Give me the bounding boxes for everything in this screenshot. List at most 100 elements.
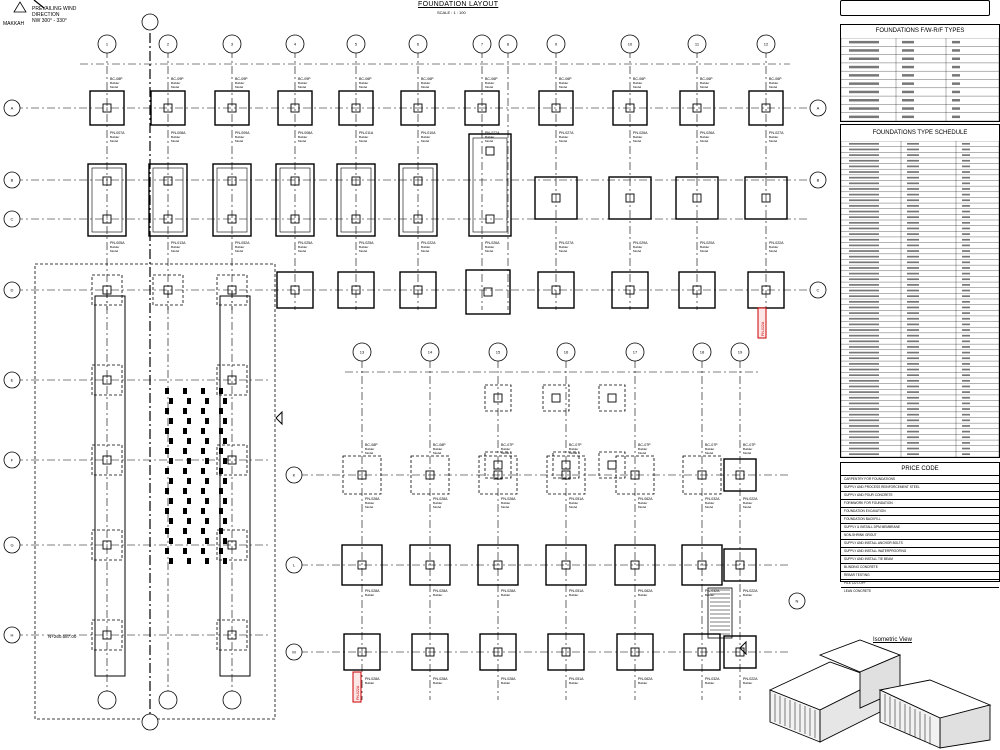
step-marker [205,478,209,484]
grid-bubble-label: N [796,599,799,604]
price-code-row: FOUNDATION BACKFILL [841,515,999,523]
grid-bubble [97,690,117,710]
table-cell-text [849,385,879,388]
grid-bubble-label: 18 [700,350,705,355]
table-cell-text [849,284,879,286]
table-cell-text [907,261,919,264]
footing-note: Model [501,451,510,455]
table-cell-text [849,233,879,235]
column-stub [561,560,571,570]
red-highlight-tag [352,671,362,703]
title-block-top [840,0,990,16]
column-stub [227,540,237,550]
column-stub [351,214,361,224]
table-cell-text [962,210,970,213]
pile-note: Builder [298,135,307,139]
table-cell-text [907,255,919,258]
footing-tag: BC-09P [298,77,311,81]
grid-bubble [498,34,518,54]
table-cell-text [907,368,919,371]
section-mark-icon [275,410,283,426]
table-cell-text [907,182,919,185]
footing-pad [342,455,382,495]
pile-tag: PN-028A [501,589,516,593]
table-cell-text [962,250,970,252]
grid-bubble-label: A [11,106,14,111]
column-stub [493,460,503,470]
footing-pad [276,271,314,309]
table-cell-text [907,374,919,377]
table-cell-text [902,65,914,69]
grid-bubble [3,281,21,299]
step-marker [187,538,191,544]
step-marker [205,418,209,424]
column-stub [102,540,112,550]
price-code-title: PRICE CODE [901,466,939,472]
table-cell-text [962,227,970,230]
table-cell-text [849,65,879,69]
price-code-row: PILE CUT-OFF [841,579,999,587]
drawing-scale: SCALE : 1 : 100 [437,10,466,15]
pile-note: Builder [569,681,578,685]
grid-bubble [546,34,566,54]
pile-tag: PN-007A [110,131,125,135]
table-cell-text [907,238,919,241]
table-cell-text [849,391,879,393]
pile-note: Model [421,139,430,143]
table-cell-text [962,148,970,151]
table-cell-text [952,99,960,102]
table-cell-text [962,238,970,241]
table-cell-text [962,188,970,190]
combined-footing-inner [279,167,311,233]
pile-note: Builder [433,681,442,685]
pile-tag: PN-009A [235,131,250,135]
fw-table-grid [841,38,999,121]
grid-bubble [692,342,712,362]
pile-tag: PN-022A [743,589,758,593]
pile-note: Model [421,249,430,253]
footing-note: Model [433,451,442,455]
pile-note: Model [769,139,778,143]
step-marker [201,408,205,414]
pile-tag: PN-062A [638,497,653,501]
pile-note: Builder [559,245,568,249]
step-marker [183,528,187,534]
step-marker [183,488,187,494]
grid-bubble [97,34,117,54]
combined-footing [398,163,438,237]
table-cell-text [907,425,919,427]
column-stub [425,470,435,480]
table-cell-text [849,176,879,179]
footing-pad [537,271,575,309]
table-cell-text [952,49,960,52]
pile-tag: PN-027A [769,131,784,135]
column-stub [493,470,503,480]
pile-note: Builder [235,135,244,139]
table-cell-text [902,74,914,77]
pile-tag: PN-028A [365,677,380,681]
pile-note: Builder [569,501,578,505]
table-cell-text [849,57,879,60]
pile-tag: PN-026A [700,131,715,135]
combined-footing [87,163,127,237]
footing-pad [343,633,381,671]
table-cell-text [962,272,970,275]
grid-bubble-label: 14 [428,350,433,355]
grid-bubble [285,466,303,484]
footing-note: Model [171,85,180,89]
table-cell-text [952,57,960,60]
footing-note: Builder [501,447,510,451]
table-cell-text [962,453,970,456]
column-stub [351,103,361,113]
footing-pad [410,455,450,495]
step-marker [223,518,227,524]
pile-note: Builder [638,681,647,685]
drawing-title: FOUNDATION LAYOUT [418,1,499,8]
footing-note: Builder [638,447,647,451]
step-marker [187,438,191,444]
footing-pad [91,619,123,651]
column-stub [290,214,300,224]
grid-bubble [285,34,305,54]
footing-pad [216,364,248,396]
table-cell-text [962,261,970,264]
